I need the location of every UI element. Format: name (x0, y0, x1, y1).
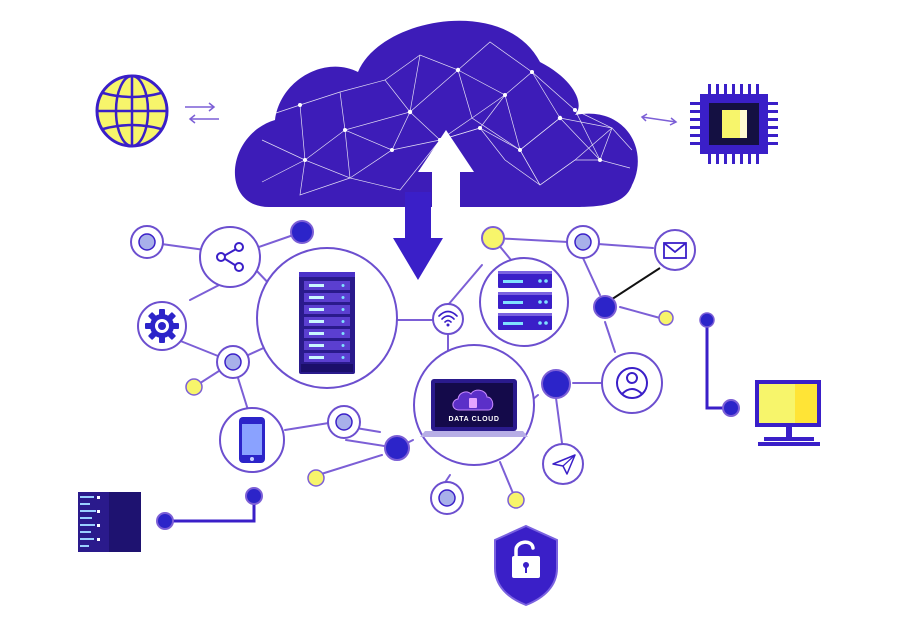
share-icon (216, 242, 244, 272)
network-node (722, 399, 740, 417)
network-node (430, 481, 464, 515)
lock-shield-icon (494, 524, 558, 607)
mail-hub (654, 229, 696, 271)
network-nodes (130, 220, 740, 530)
gear-hub (137, 301, 187, 351)
globe-icon (95, 74, 169, 148)
send-hub (542, 443, 584, 485)
server-stack-hub (479, 257, 569, 347)
network-node (507, 491, 525, 509)
network-node (307, 469, 325, 487)
download-arrow-icon (393, 192, 443, 280)
network-node (593, 295, 617, 319)
cloud-network-icon (234, 20, 638, 208)
smartphone-icon (239, 417, 265, 463)
network-node (216, 345, 250, 379)
server-panel-icon (78, 492, 141, 552)
network-node (541, 369, 571, 399)
share-hub (199, 226, 261, 288)
wifi-hub (432, 303, 464, 335)
upload-arrow-icon (418, 130, 474, 232)
network-node (699, 312, 715, 328)
network-node (290, 220, 314, 244)
phone-hub (219, 407, 285, 473)
paper-plane-icon (552, 454, 576, 475)
network-node (566, 225, 600, 259)
wifi-icon (438, 310, 458, 323)
network-node (481, 226, 505, 250)
svg-text:DATA CLOUD: DATA CLOUD (449, 416, 500, 423)
network-node (658, 310, 674, 326)
network-node (327, 405, 361, 439)
laptop-caption: DATA CLOUD (449, 416, 500, 423)
server-rack-hub (256, 247, 398, 389)
laptop-hub: DATA CLOUD (413, 344, 535, 466)
network-node (185, 378, 203, 396)
network-node (156, 512, 174, 530)
upload-download-arrows (393, 130, 474, 280)
chip-cloud-arrows (640, 113, 678, 126)
desktop-monitor-icon (755, 380, 821, 446)
server-stack-icon (498, 271, 552, 330)
network-node (245, 487, 263, 505)
cpu-chip-icon (690, 84, 778, 164)
network-node (130, 225, 164, 259)
gear-icon (145, 309, 179, 343)
mail-icon (663, 242, 687, 259)
laptop-icon: DATA CLOUD (420, 379, 528, 437)
user-hub (601, 352, 663, 414)
network-node (384, 435, 410, 461)
globe-cloud-arrows (185, 102, 219, 124)
user-icon (616, 367, 648, 399)
server-rack-icon (299, 272, 355, 374)
